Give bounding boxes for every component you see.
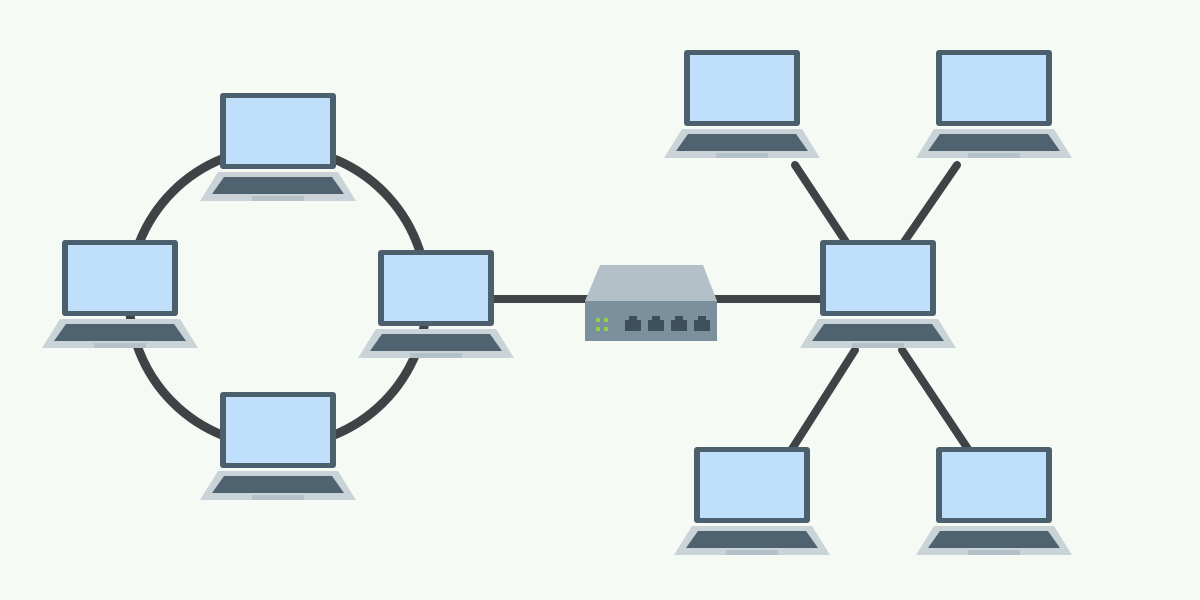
switch-port	[625, 316, 641, 331]
switch-led	[604, 327, 608, 331]
laptop-screen	[68, 245, 172, 311]
laptop-star-top-left	[664, 50, 820, 158]
laptop-keyboard	[676, 134, 808, 151]
switch-ports	[625, 316, 710, 331]
laptop-touchpad	[968, 550, 1020, 555]
laptop-screen	[226, 98, 330, 164]
laptop-ring-right	[358, 250, 514, 358]
laptop-touchpad	[94, 343, 146, 348]
laptop-screen	[700, 452, 804, 518]
laptop-ring-left	[42, 240, 198, 348]
laptop-touchpad	[716, 153, 768, 158]
laptop-screen	[384, 255, 488, 321]
laptop-keyboard	[686, 531, 818, 548]
switch-led	[596, 327, 600, 331]
cable-star-top-right	[898, 161, 961, 249]
laptop-keyboard	[928, 531, 1060, 548]
laptop-ring-bottom	[200, 392, 356, 500]
laptop-keyboard	[212, 177, 344, 194]
switch-led	[596, 318, 600, 322]
laptop-screen	[226, 397, 330, 463]
laptop-screen	[942, 452, 1046, 518]
laptop-keyboard	[212, 476, 344, 493]
laptop-star-bottom-right	[916, 447, 1072, 555]
laptop-keyboard	[370, 334, 502, 351]
laptop-star-bottom-left	[674, 447, 830, 555]
laptop-ring-top	[200, 93, 356, 201]
laptop-touchpad	[252, 196, 304, 201]
laptop-keyboard	[928, 134, 1060, 151]
cable-star-top-left	[791, 161, 852, 249]
switch-port	[694, 316, 710, 331]
laptop-star-hub	[800, 240, 956, 348]
laptop-touchpad	[410, 353, 462, 358]
laptops	[42, 50, 1072, 555]
switch-port	[671, 316, 687, 331]
cable-star-bottom-right	[898, 346, 976, 459]
laptop-touchpad	[252, 495, 304, 500]
laptop-screen	[690, 55, 794, 121]
switch-top-face	[585, 265, 717, 301]
cable-star-bottom-left	[781, 346, 859, 464]
switch-status-leds	[596, 318, 608, 331]
laptop-touchpad	[726, 550, 778, 555]
laptop-keyboard	[54, 324, 186, 341]
switch-port	[648, 316, 664, 331]
switch-icon	[585, 265, 717, 341]
laptop-touchpad	[968, 153, 1020, 158]
laptop-star-top-right	[916, 50, 1072, 158]
switch-led	[604, 318, 608, 322]
laptop-screen	[942, 55, 1046, 121]
laptop-screen	[826, 245, 930, 311]
laptop-keyboard	[812, 324, 944, 341]
laptop-touchpad	[852, 343, 904, 348]
